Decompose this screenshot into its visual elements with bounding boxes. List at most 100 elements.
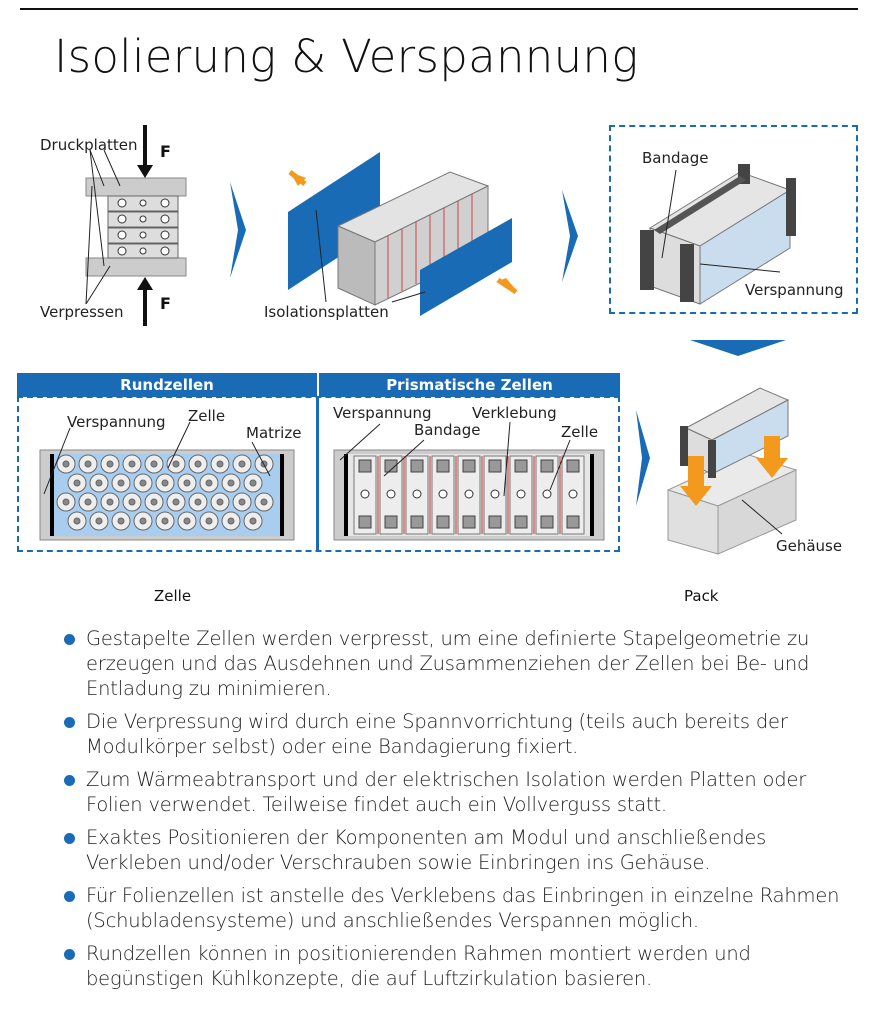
cell-terminal	[438, 489, 448, 499]
press-illustration	[85, 125, 187, 326]
bullet-item: Für Folienzellen ist anstelle des Verkle…	[62, 883, 852, 933]
cell-terminal	[514, 459, 528, 473]
cell-terminal	[514, 515, 528, 529]
bullet-text: Zum Wärmeabtransport und der elektrische…	[86, 768, 807, 816]
round-cell-pole	[260, 498, 268, 506]
cell-terminal	[412, 489, 422, 499]
cell-terminal	[566, 459, 580, 473]
cell-terminal	[386, 489, 396, 499]
bandage-frame	[609, 125, 858, 314]
cell-terminal	[410, 459, 424, 473]
label-verpressen: Verpressen	[40, 303, 124, 321]
bullet-dot-icon	[64, 833, 75, 844]
cell-terminal	[540, 515, 554, 529]
round-cell-pole	[106, 498, 114, 506]
round-cell-pole	[205, 517, 213, 525]
panel-divider	[316, 396, 319, 552]
round-cell-illustration	[39, 421, 295, 541]
bullet-dot-icon	[64, 891, 75, 902]
cell-terminal	[488, 459, 502, 473]
cell-terminal	[542, 489, 552, 499]
cell-terminal	[384, 459, 398, 473]
process-diagram	[39, 125, 798, 555]
bullet-dot-icon	[64, 717, 75, 728]
cell-terminal	[436, 459, 450, 473]
round-cell-pole	[216, 498, 224, 506]
round-cell-pole	[117, 517, 125, 525]
round-cell-pole	[194, 460, 202, 468]
label-prism-bandage: Bandage	[414, 421, 481, 439]
process-bar-end-label: Pack	[684, 587, 719, 605]
bullet-item: Zum Wärmeabtransport und der elektrische…	[62, 767, 852, 817]
label-rund-matrize: Matrize	[246, 424, 302, 442]
bullet-text: Gestapelte Zellen werden verpresst, um e…	[86, 627, 810, 700]
cell-terminal	[568, 489, 578, 499]
bullet-item: Die Verpressung wird durch eine Spannvor…	[62, 709, 852, 759]
cell-terminal	[410, 515, 424, 529]
housing-illustration	[666, 387, 798, 555]
label-force-bottom: F	[160, 294, 171, 313]
round-cell-pole	[238, 498, 246, 506]
label-druckplatten: Druckplatten	[40, 136, 138, 154]
round-cell-pole	[172, 460, 180, 468]
label-prism-zelle: Zelle	[561, 423, 599, 441]
round-cell-pole	[117, 479, 125, 487]
round-cell-pole	[249, 479, 257, 487]
cell-terminal	[462, 515, 476, 529]
cell-terminal	[360, 489, 370, 499]
bullet-text: Für Folienzellen ist anstelle des Verkle…	[86, 884, 840, 932]
bullet-dot-icon	[64, 775, 75, 786]
bullet-list: Gestapelte Zellen werden verpresst, um e…	[62, 626, 852, 999]
bullet-item: Gestapelte Zellen werden verpresst, um e…	[62, 626, 852, 701]
round-cell-pole	[73, 517, 81, 525]
label-verspannung-step3: Verspannung	[745, 281, 844, 299]
round-cell-pole	[216, 460, 224, 468]
round-cell-pole	[238, 460, 246, 468]
round-cell-pole	[249, 517, 257, 525]
round-cell-pole	[205, 479, 213, 487]
cell-terminal	[464, 489, 474, 499]
round-cell-pole	[62, 460, 70, 468]
label-prism-verklebung: Verklebung	[472, 404, 557, 422]
prismatic-cell-illustration	[333, 421, 605, 541]
bullet-item: Rundzellen können in positionierenden Ra…	[62, 941, 852, 991]
round-cell-pole	[227, 479, 235, 487]
bullet-text: Exaktes Positionieren der Komponenten am…	[86, 826, 767, 874]
label-force-top: F	[160, 142, 171, 161]
process-bar-start-label: Zelle	[154, 587, 192, 605]
round-cell-pole	[194, 498, 202, 506]
round-cell-pole	[183, 517, 191, 525]
cell-terminal	[358, 515, 372, 529]
round-cell-pole	[161, 517, 169, 525]
label-gehaeuse: Gehäuse	[776, 537, 843, 555]
arrow-right-1	[230, 182, 246, 278]
cell-terminal	[540, 459, 554, 473]
bullet-item: Exaktes Positionieren der Komponenten am…	[62, 825, 852, 875]
round-cell-pole	[95, 517, 103, 525]
round-cell-pole	[95, 479, 103, 487]
round-cell-pole	[172, 498, 180, 506]
round-cell-pole	[84, 498, 92, 506]
round-cell-pole	[106, 460, 114, 468]
round-cell-pole	[139, 517, 147, 525]
label-rund-verspannung: Verspannung	[67, 413, 166, 431]
round-cell-pole	[73, 479, 81, 487]
cell-terminal	[436, 515, 450, 529]
cell-terminal	[488, 515, 502, 529]
label-isolationsplatten: Isolationsplatten	[264, 303, 389, 321]
arrow-down	[690, 340, 786, 356]
rundzellen-header: Rundzellen	[17, 373, 317, 397]
bullet-dot-icon	[64, 634, 75, 645]
cell-terminal	[490, 489, 500, 499]
top-rule	[20, 8, 858, 10]
arrow-right-2	[562, 190, 578, 282]
label-rund-zelle: Zelle	[188, 407, 226, 425]
cell-terminal	[566, 515, 580, 529]
round-cell-pole	[139, 479, 147, 487]
round-cell-pole	[150, 498, 158, 506]
prismatisch-header: Prismatische Zellen	[319, 373, 620, 397]
cell-terminal	[462, 459, 476, 473]
cell-terminal	[384, 515, 398, 529]
bullet-dot-icon	[64, 949, 75, 960]
bandage-illustration	[640, 164, 796, 305]
